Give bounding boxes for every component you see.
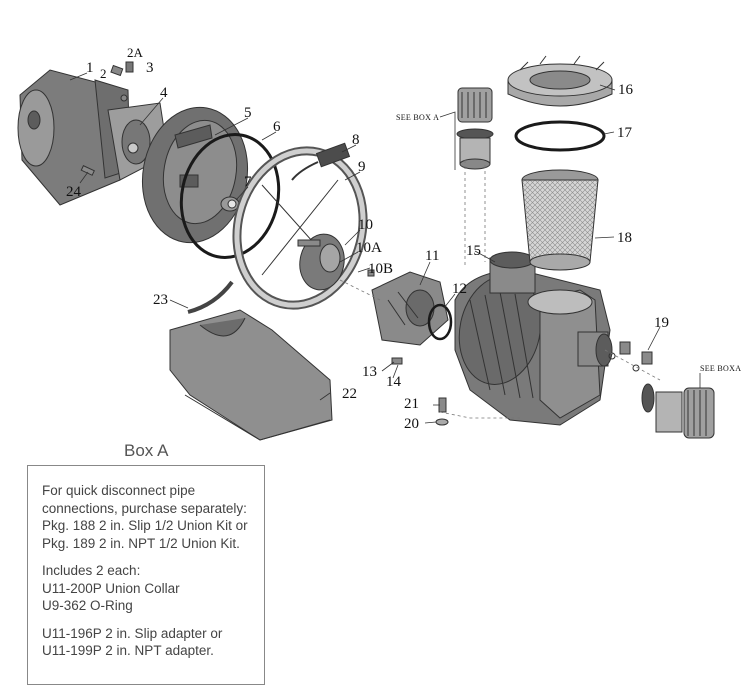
impeller xyxy=(297,233,345,291)
box-a-paragraph-2: Includes 2 each: U11-200P Union Collar U… xyxy=(42,562,264,615)
motor-hardware xyxy=(110,61,134,102)
label-14: 14 xyxy=(386,374,402,390)
label-21: 21 xyxy=(404,396,419,412)
strainer-basket xyxy=(521,169,599,271)
label-10b: 10B xyxy=(368,261,393,277)
box-a-line: Pkg. 188 2 in. Slip 1/2 Union Kit or xyxy=(42,518,248,533)
diffuser-o-ring xyxy=(427,303,453,341)
label-10a: 10A xyxy=(356,240,382,256)
box-a-line: For quick disconnect pipe xyxy=(42,483,196,498)
label-15: 15 xyxy=(466,243,481,259)
bolts xyxy=(80,164,449,426)
label-22: 22 xyxy=(342,386,357,402)
union-fittings-top xyxy=(456,87,494,170)
box-a-title: Box A xyxy=(124,441,169,460)
label-13: 13 xyxy=(362,364,377,380)
label-2a: 2A xyxy=(127,45,144,60)
drain-plugs xyxy=(608,341,653,372)
label-17: 17 xyxy=(617,125,633,141)
label-11: 11 xyxy=(425,248,439,264)
cord-strip xyxy=(187,280,234,314)
box-a-paragraph-1: For quick disconnect pipe connections, p… xyxy=(42,482,264,552)
lid-o-ring xyxy=(514,120,606,152)
leader-lines xyxy=(69,72,701,424)
label-8: 8 xyxy=(352,132,360,148)
box-a-line: U11-196P 2 in. Slip adapter or xyxy=(42,625,223,641)
box-a-line: U9-362 O-Ring xyxy=(42,598,133,613)
label-18: 18 xyxy=(617,230,632,246)
gasket-ring xyxy=(179,133,281,259)
label-20: 20 xyxy=(404,416,419,432)
diffuser xyxy=(371,271,449,346)
motor-support xyxy=(169,309,333,441)
label-10: 10 xyxy=(358,217,373,233)
callout-see-box-a-right: SEE BOXA xyxy=(700,364,741,373)
label-4: 4 xyxy=(160,85,168,101)
label-19: 19 xyxy=(654,315,669,331)
label-12: 12 xyxy=(452,281,467,297)
union-fittings-right xyxy=(641,383,715,439)
callout-see-box-a-top: SEE BOX A xyxy=(396,113,439,122)
assembly-lines xyxy=(339,160,661,419)
box-a-line: U11-200P Union Collar xyxy=(42,580,180,596)
label-24: 24 xyxy=(66,184,82,200)
box-a-paragraph-3: U11-196P 2 in. Slip adapter or U11-199P … xyxy=(42,625,264,660)
label-2: 2 xyxy=(100,66,107,81)
label-5: 5 xyxy=(244,105,252,121)
label-3: 3 xyxy=(146,60,154,76)
box-a-line: Includes 2 each: xyxy=(42,563,141,578)
strainer-lid xyxy=(507,55,613,107)
part-number-labels: 1 2 2A 3 4 5 6 7 8 9 10 10A 10B 11 12 13… xyxy=(66,45,741,432)
label-23: 23 xyxy=(153,292,168,308)
box-a-panel: For quick disconnect pipe connections, p… xyxy=(27,465,265,685)
label-6: 6 xyxy=(273,119,281,135)
pump-housing xyxy=(454,251,613,426)
shaft-seal xyxy=(220,196,240,212)
label-16: 16 xyxy=(618,82,634,98)
label-7: 7 xyxy=(244,174,252,190)
label-9: 9 xyxy=(358,159,366,175)
box-a-line: Pkg. 189 2 in. NPT 1/2 Union Kit. xyxy=(42,535,240,551)
box-a-line: connections, purchase separately: xyxy=(42,500,247,516)
label-1: 1 xyxy=(86,60,94,76)
box-a-line: U11-199P 2 in. NPT adapter. xyxy=(42,643,214,658)
seal-plate xyxy=(141,106,249,244)
